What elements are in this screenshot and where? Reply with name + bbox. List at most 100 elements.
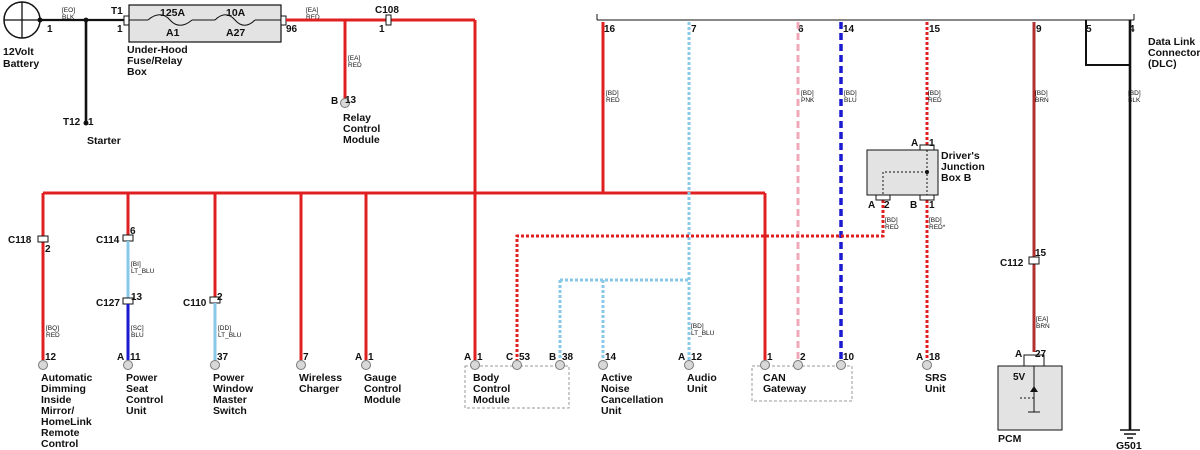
fuse-box-terminal: T1 bbox=[111, 6, 123, 17]
relay-tag-l2: RED bbox=[348, 62, 362, 69]
pin-number: 38 bbox=[562, 352, 574, 363]
relay-label-l3: Module bbox=[343, 134, 380, 146]
jb-bl-conn: A bbox=[868, 200, 875, 211]
pcm-diode bbox=[1030, 386, 1038, 392]
dlc-tag-4-l1: [BD] bbox=[1128, 90, 1141, 97]
dlc-tag-6-l2: PNK bbox=[801, 97, 815, 104]
battery-cable: T12 1 Starter bbox=[40, 17, 124, 147]
pin-number: 53 bbox=[519, 352, 531, 363]
jb-bl-pin: 2 bbox=[884, 200, 890, 211]
terminal-symbol bbox=[210, 360, 220, 370]
component-label: Mirror/ bbox=[41, 405, 74, 417]
c118-pin: 2 bbox=[45, 244, 51, 255]
dlc-tag-6-l1: [BD] bbox=[801, 90, 814, 97]
starter-terminal-label: T12 bbox=[63, 117, 81, 128]
pcm-tag-l2: BRN bbox=[1036, 323, 1050, 330]
pin-number: 2 bbox=[800, 352, 806, 363]
c110-label: C110 bbox=[183, 298, 207, 309]
terminal-symbol bbox=[123, 360, 133, 370]
connector-letter: A bbox=[464, 352, 471, 363]
c114-label: C114 bbox=[96, 235, 120, 246]
c118-label: C118 bbox=[8, 235, 32, 246]
relay-pin: 13 bbox=[345, 95, 357, 106]
dlc-label-l3: (DLC) bbox=[1148, 58, 1177, 70]
dlc-pin-6: 6 bbox=[798, 24, 804, 35]
dlc-pin-7: 7 bbox=[691, 24, 697, 35]
fuse-box-out-tag-l1: [EA] bbox=[306, 7, 318, 14]
dlc-tag-15-l2: RED bbox=[928, 97, 942, 104]
connector-letter: A bbox=[355, 352, 362, 363]
fuse-a1-symbol bbox=[147, 14, 193, 26]
jb-br-pin: 1 bbox=[929, 200, 935, 211]
audio-tag-l2: LT_BLU bbox=[691, 330, 715, 337]
dlc-tag-16-l1: [BD] bbox=[606, 90, 619, 97]
terminal-symbol bbox=[361, 360, 371, 370]
battery-pin: 1 bbox=[47, 24, 53, 35]
c118-body bbox=[37, 235, 49, 243]
jb-label-l3: Box B bbox=[941, 172, 972, 184]
data-link-connector: 16 7 6 14 15 9 5 4 Data Link Connector (… bbox=[596, 14, 1200, 104]
component-label: Unit bbox=[925, 383, 946, 395]
component-label: Master bbox=[213, 394, 247, 406]
jb-tag-left-l2: RED bbox=[885, 224, 899, 231]
dlc-tag-9-l1: [BD] bbox=[1035, 90, 1048, 97]
starter-pin: 1 bbox=[88, 117, 94, 128]
fuse-box-pin-out: 96 bbox=[286, 24, 298, 35]
starter-terminal bbox=[83, 120, 89, 126]
seat-lower-tag-l2: BLU bbox=[131, 332, 144, 339]
dlc-shield-wire bbox=[1085, 20, 1130, 66]
dlc-pin-5: 5 bbox=[1086, 24, 1092, 35]
component-label: Switch bbox=[213, 405, 247, 417]
red-dotted-network bbox=[515, 22, 929, 360]
fuse-box-label-l2: Fuse/Relay bbox=[127, 55, 183, 67]
pin-number: 7 bbox=[303, 352, 309, 363]
window-tag-l2: LT_BLU bbox=[218, 332, 242, 339]
terminal-symbol bbox=[38, 360, 48, 370]
starter-label: Starter bbox=[87, 135, 121, 147]
battery-label-l2: Battery bbox=[3, 58, 39, 70]
c112-pin: 15 bbox=[1035, 248, 1047, 259]
dlc-label-l1: Data Link bbox=[1148, 36, 1195, 48]
pin-number: 1 bbox=[477, 352, 483, 363]
dlc-pin-16: 16 bbox=[604, 24, 616, 35]
component-label: Active bbox=[601, 372, 633, 384]
terminal-symbol bbox=[793, 360, 803, 370]
battery: 12Volt Battery [EO] BLK 1 bbox=[3, 1, 75, 70]
component-label: Control bbox=[364, 383, 401, 395]
pin-number: 18 bbox=[929, 352, 941, 363]
seat-wire-chain: C114 6 [BI] LT_BLU C127 13 [SC] BLU bbox=[96, 226, 155, 360]
component-label: Power bbox=[126, 372, 158, 384]
pcm-conn: A bbox=[1015, 349, 1022, 360]
jb-top-conn: A bbox=[911, 138, 918, 149]
c112-label: C112 bbox=[1000, 258, 1024, 269]
dlc-pin-4: 4 bbox=[1129, 24, 1135, 35]
connector-c108: C108 1 bbox=[375, 5, 399, 35]
dlc-tag-16-l2: RED bbox=[606, 97, 620, 104]
c110-pin: 2 bbox=[217, 292, 223, 303]
connector-letter: A bbox=[916, 352, 923, 363]
jb-label-l1: Driver's bbox=[941, 150, 980, 162]
seat-lower-tag-l1: [SC] bbox=[131, 325, 144, 332]
dlc-tag-4-l2: BLK bbox=[1128, 97, 1141, 104]
fuse-box-pin-in: 1 bbox=[117, 24, 123, 35]
component-label: Dimming bbox=[41, 383, 86, 395]
c108-label: C108 bbox=[375, 5, 399, 16]
pin-number: 12 bbox=[691, 352, 703, 363]
connector-letter: A bbox=[678, 352, 685, 363]
dlc-tag-15-l1: [BD] bbox=[928, 90, 941, 97]
terminal-symbol bbox=[922, 360, 932, 370]
jb-label-l2: Junction bbox=[941, 161, 985, 173]
c127-pin: 13 bbox=[131, 292, 143, 303]
mirror-tag-l1: [BQ] bbox=[46, 325, 59, 332]
battery-wire-tag-l2: BLK bbox=[62, 14, 75, 21]
fuse-a27-symbol bbox=[214, 14, 256, 26]
component-label: Remote bbox=[41, 427, 80, 439]
fuse-box-label-l1: Under-Hood bbox=[127, 44, 188, 56]
component-label: Inside bbox=[41, 394, 72, 406]
